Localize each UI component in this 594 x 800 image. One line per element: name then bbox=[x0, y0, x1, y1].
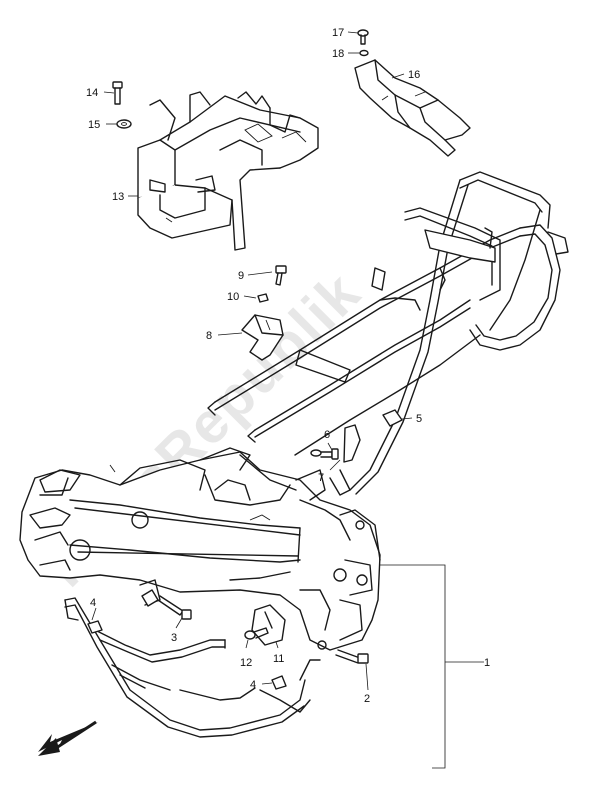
callout-13: 13 bbox=[112, 191, 124, 203]
nut-4b bbox=[271, 675, 287, 690]
callout-9: 9 bbox=[238, 270, 244, 282]
bolt-6 bbox=[310, 448, 339, 460]
callout-12: 12 bbox=[240, 657, 252, 669]
bolt-14 bbox=[112, 81, 123, 105]
callout-8: 8 bbox=[206, 330, 212, 342]
callout-6: 6 bbox=[324, 429, 330, 441]
bracket-7 bbox=[343, 424, 361, 463]
callout-3: 3 bbox=[171, 632, 177, 644]
callout-1-bracket bbox=[380, 564, 446, 769]
callout-10: 10 bbox=[227, 291, 239, 303]
bolt-12 bbox=[244, 627, 269, 640]
callout-14: 14 bbox=[86, 87, 98, 99]
nut-4a bbox=[87, 620, 103, 634]
bolt-2 bbox=[335, 649, 369, 664]
rear-frame bbox=[207, 171, 569, 496]
lower-support bbox=[64, 597, 321, 738]
battery-holder bbox=[137, 91, 319, 251]
callouts: 1 2 3 4 4 5 6 7 8 9 10 11 12 13 14 15 16… bbox=[86, 27, 490, 705]
bolt-9 bbox=[275, 265, 287, 286]
bracket-8 bbox=[241, 314, 284, 361]
callout-15: 15 bbox=[88, 119, 100, 131]
callout-11: 11 bbox=[273, 653, 284, 665]
callout-18: 18 bbox=[332, 48, 344, 60]
washer-15 bbox=[116, 119, 132, 129]
callout-5: 5 bbox=[416, 413, 422, 425]
screw-17 bbox=[357, 29, 369, 45]
callout-4a: 4 bbox=[90, 597, 96, 609]
washer-18 bbox=[359, 49, 369, 57]
bracket-5 bbox=[382, 409, 403, 427]
front-arrow-icon bbox=[38, 720, 98, 756]
nut-10 bbox=[257, 293, 269, 303]
callout-17: 17 bbox=[332, 27, 344, 39]
callout-2: 2 bbox=[364, 693, 370, 705]
callout-4b: 4 bbox=[250, 679, 256, 691]
callout-7: 7 bbox=[318, 472, 324, 484]
callout-1: 1 bbox=[484, 657, 490, 669]
leader-lines bbox=[91, 31, 484, 691]
callout-16: 16 bbox=[408, 69, 420, 81]
bracket-16 bbox=[354, 59, 471, 157]
bolt-3 bbox=[141, 589, 192, 620]
main-frame bbox=[19, 447, 381, 651]
engine-mount-11 bbox=[251, 604, 286, 646]
